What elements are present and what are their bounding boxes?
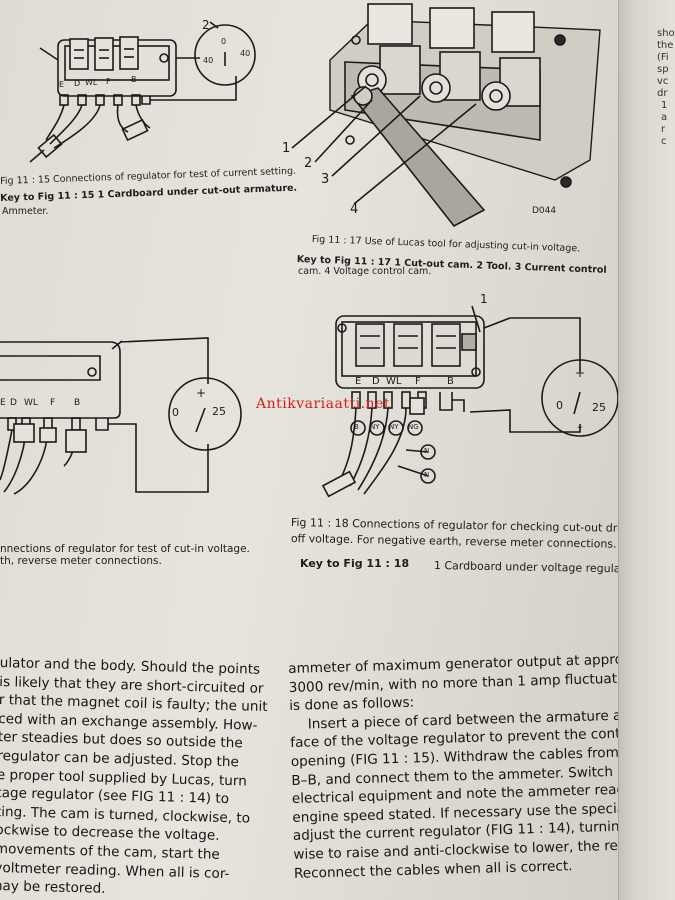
fig15-callout: 2	[202, 18, 210, 32]
fig16-terminal-wl: WL	[24, 398, 38, 408]
fig15-key-2: Ammeter.	[2, 206, 49, 217]
edge-line: a	[661, 112, 668, 123]
fig16-meter-right: 25	[212, 405, 226, 418]
fig15-meter-right: 40	[240, 49, 251, 58]
fig18-meter-left: 0	[556, 399, 563, 412]
fig16-meter-left: 0	[172, 406, 179, 419]
fig15-terminal-b: B	[131, 75, 137, 84]
fig17-callout-2: 2	[304, 156, 313, 171]
fig17-drawing-code: D044	[532, 206, 557, 216]
edge-line: dr	[657, 88, 668, 99]
edge-line: sho	[657, 28, 675, 39]
edge-line: r	[661, 124, 666, 135]
edge-line: vc	[657, 76, 669, 87]
fig18-terminal-e: E	[355, 376, 362, 387]
fig18-regulator	[321, 305, 619, 498]
fig18-callout: 1	[480, 292, 488, 306]
fig18-wire-ny-2: NY	[389, 423, 399, 431]
adjacent-page-edge: sho the (Fi sp vc dr 1 a r c	[618, 0, 675, 900]
fig16-terminal-f: F	[50, 398, 56, 408]
fig17-key-2: cam. 4 Voltage control cam.	[298, 266, 432, 277]
fig17-callout-3: 3	[321, 172, 330, 187]
fig15-meter-left: 40	[203, 56, 214, 65]
right-column: ammeter of maximum generator output at a…	[288, 649, 675, 883]
fig18-terminal-b: B	[447, 376, 454, 387]
fig15-terminal-f: F	[106, 77, 111, 86]
fig16-terminal-d: D	[10, 398, 17, 408]
fig16-caption-2: th, reverse meter connections.	[0, 555, 162, 567]
edge-line: 1	[661, 100, 668, 111]
fig18-key-label: Key to Fig 11 : 18	[300, 557, 410, 570]
edge-line: c	[661, 136, 667, 147]
fig18-terminal-wl: WL	[386, 376, 402, 387]
edge-line: sp	[657, 64, 669, 75]
fig15-terminal-wl: WL	[85, 78, 98, 87]
fig17-callout-4: 4	[350, 202, 359, 217]
fig18-terminal-f: F	[415, 376, 421, 387]
fig18-terminal-d: D	[372, 376, 380, 387]
watermark-text: Antikvariaatti.net	[256, 396, 390, 412]
edge-line: (Fi	[657, 52, 669, 63]
fig18-wire-ny-1: NY	[370, 423, 380, 431]
left-column: ulator and the body. Should the points i…	[0, 654, 269, 900]
fig16-meter-plus: +	[196, 386, 207, 400]
fig16-caption: nnections of regulator for test of cut-i…	[0, 543, 250, 555]
fig16-regulator	[0, 337, 242, 495]
fig17-regulator-tool	[291, 3, 601, 228]
fig16-terminal-e: E	[0, 398, 6, 408]
fig18-wire-n-1: N	[424, 447, 430, 455]
fig15-terminal-d: D	[74, 79, 81, 88]
fig18-meter-minus: –	[577, 420, 583, 433]
fig16-terminal-b: B	[74, 398, 81, 408]
fig18-meter-plus: +	[575, 366, 586, 380]
edge-line: the	[657, 40, 674, 51]
fig18-meter-right: 25	[592, 401, 606, 414]
fig15-regulator	[29, 21, 256, 163]
fig15-terminal-e: E	[59, 80, 65, 89]
fig18-wire-b: B	[354, 423, 359, 431]
fig15-meter-mid: 0	[221, 37, 227, 46]
fig18-wire-n-2: N	[424, 471, 430, 479]
fig18-wire-ng: NG	[408, 423, 419, 431]
fig17-callout-1: 1	[282, 141, 291, 156]
